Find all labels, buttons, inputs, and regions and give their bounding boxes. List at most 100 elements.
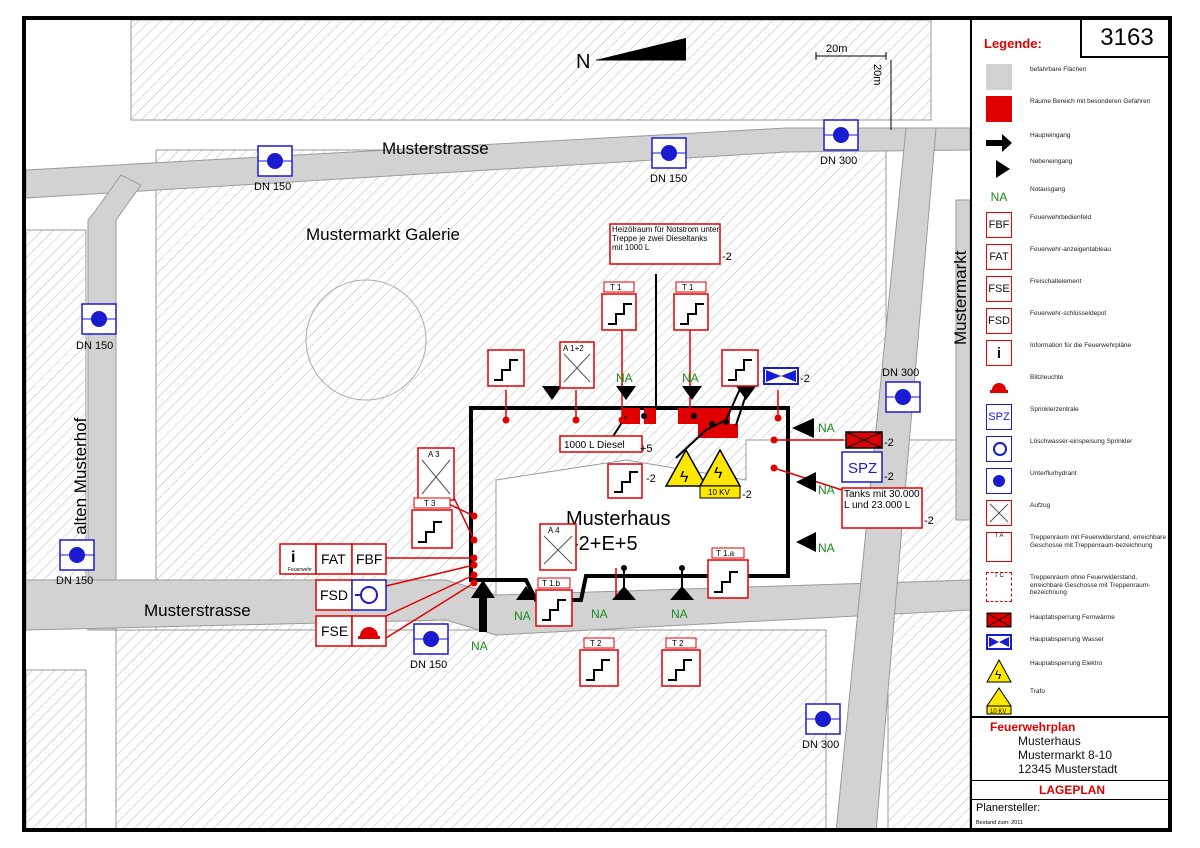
fat-box: FAT (315, 543, 353, 575)
info-symbol: i (986, 340, 1012, 366)
stair-e1 (487, 349, 525, 387)
svg-text:SPZ: SPZ (848, 460, 877, 477)
legend-row-main-entrance: Haupteingang (972, 128, 1168, 158)
na-6: NA (818, 421, 835, 435)
na-7: NA (818, 483, 835, 497)
spz-box: SPZ -2 (841, 451, 894, 483)
note-diesel: 1000 L Diesel +5 (559, 435, 653, 455)
svg-text:FAT: FAT (321, 551, 346, 567)
note-heizoel: Heizölraum für Notstrom unter Treppe je … (609, 223, 732, 265)
street-top: Musterstrasse (382, 139, 489, 158)
building-floors: -2+E+5 (572, 533, 638, 555)
water-valve-icon (986, 634, 1012, 660)
side-entrance-icon (986, 156, 1012, 182)
svg-text:T 3: T 3 (424, 499, 436, 508)
svg-text:DN 150: DN 150 (410, 659, 447, 671)
na-8: NA (818, 541, 835, 555)
stair-a12: A 1+2 (559, 341, 595, 389)
water-valve: -2 (763, 367, 810, 385)
site-map: N 20m 20m Musterstrasse Musterstrasse Am… (26, 20, 970, 828)
note-tanks: Tanks mit 30.000 L und 23.000 L -2 (841, 487, 934, 529)
north-arrow: N (576, 38, 686, 73)
svg-text:-2: -2 (800, 373, 810, 385)
title-block: Feuerwehrplan Musterhaus Mustermarkt 8-1… (972, 716, 1168, 826)
legend-title: Legende: (984, 36, 1042, 51)
building-name: Musterhaus (566, 508, 671, 530)
legend-row-heat: Hauptabsperrung Fernwärme (972, 610, 1168, 640)
trafo-icon: 10 KV (986, 686, 1012, 715)
hydrant-3: DN 300 (820, 119, 859, 167)
svg-text:ϟ: ϟ (995, 668, 1002, 682)
svg-text:Feuerwehr: Feuerwehr (288, 567, 312, 573)
na-3: NA (671, 607, 688, 621)
legend-row-lift: Aufzug (972, 498, 1168, 528)
stair-symbols: T 1 T 1 A 1+2 A 3 T 3 -2 A 4 T 1.a T 1.b… (411, 281, 759, 687)
spz-symbol: SPZ (986, 404, 1012, 430)
stair-t1-right: T 1 (673, 281, 709, 331)
tb-street: Mustermarkt 8-10 (1018, 748, 1113, 762)
main-entrance-shaft (479, 596, 487, 632)
stair-t3: T 3 (411, 497, 453, 549)
legend-row-sprinkler: Löschwasser-einspeisung Sprinkler (972, 434, 1168, 464)
svg-text:DN 300: DN 300 (820, 155, 857, 167)
stair-t1a: T 1.a (707, 547, 749, 599)
hydrant-icon (986, 468, 1012, 494)
svg-text:T 2: T 2 (590, 639, 602, 648)
svg-text:-2: -2 (722, 251, 732, 263)
svg-text:T 1.a: T 1.a (716, 549, 735, 558)
hydrants: DN 150 DN 150 DN 300 DN 150 DN 150 DN 15… (56, 119, 921, 751)
svg-text:T 1: T 1 (682, 283, 694, 292)
building-musterhaus: Musterhaus -2+E+5 (469, 406, 790, 602)
galerie-label: Mustermarkt Galerie (306, 225, 460, 244)
trafo: ϟ 10 KV -2 (698, 448, 752, 501)
sprinkler-inlet-icon (986, 436, 1012, 462)
hydrant-8: DN 300 (802, 703, 841, 751)
tb-lageplan: LAGEPLAN (972, 780, 1168, 800)
sprinkler-inlet (351, 579, 387, 611)
fsd-symbol: FSD (986, 308, 1012, 334)
na-5: NA (682, 371, 699, 385)
gray-area-icon (986, 64, 1012, 90)
tb-bestand: Bestand zum: 2011 (976, 820, 1023, 826)
svg-text:T 1.b: T 1.b (542, 579, 561, 588)
entrance-arrows (471, 386, 816, 632)
svg-text:DN 150: DN 150 (254, 181, 291, 193)
stair-fire-icon: T A (986, 532, 1012, 562)
heat-valve-icon (986, 612, 1012, 638)
tb-building: Musterhaus (1018, 734, 1081, 748)
roads (26, 127, 970, 828)
stair-t2-right: T 2 (661, 637, 701, 687)
fbf-box: FBF (351, 543, 387, 575)
stair-a4: A 4 (539, 523, 577, 571)
flash-light-icon (986, 372, 1012, 398)
fbf-symbol: FBF (986, 212, 1012, 238)
svg-text:DN 150: DN 150 (76, 340, 113, 352)
street-bottom: Musterstrasse (144, 601, 251, 620)
red-dots (470, 414, 782, 587)
legend-row-side-entrance: Nebeneingang (972, 154, 1168, 184)
heat-valve: -2 (845, 431, 894, 449)
svg-text:A 3: A 3 (428, 450, 440, 459)
stair-center: -2 (607, 463, 656, 499)
fse-symbol: FSE (986, 276, 1012, 302)
tb-city: 12345 Musterstadt (1018, 762, 1118, 776)
svg-text:T 2: T 2 (672, 639, 684, 648)
north-label: N (576, 51, 590, 73)
hydrant-7: DN 300 (882, 367, 921, 413)
scale-v: 20m (871, 64, 883, 85)
black-dots (621, 413, 729, 571)
stair-t1-left: T 1 (601, 281, 637, 331)
red-area-icon (986, 96, 1012, 122)
svg-text:DN 300: DN 300 (802, 739, 839, 751)
svg-text:ϟ: ϟ (680, 469, 689, 486)
street-left: Am alten Musterhof (71, 417, 90, 565)
